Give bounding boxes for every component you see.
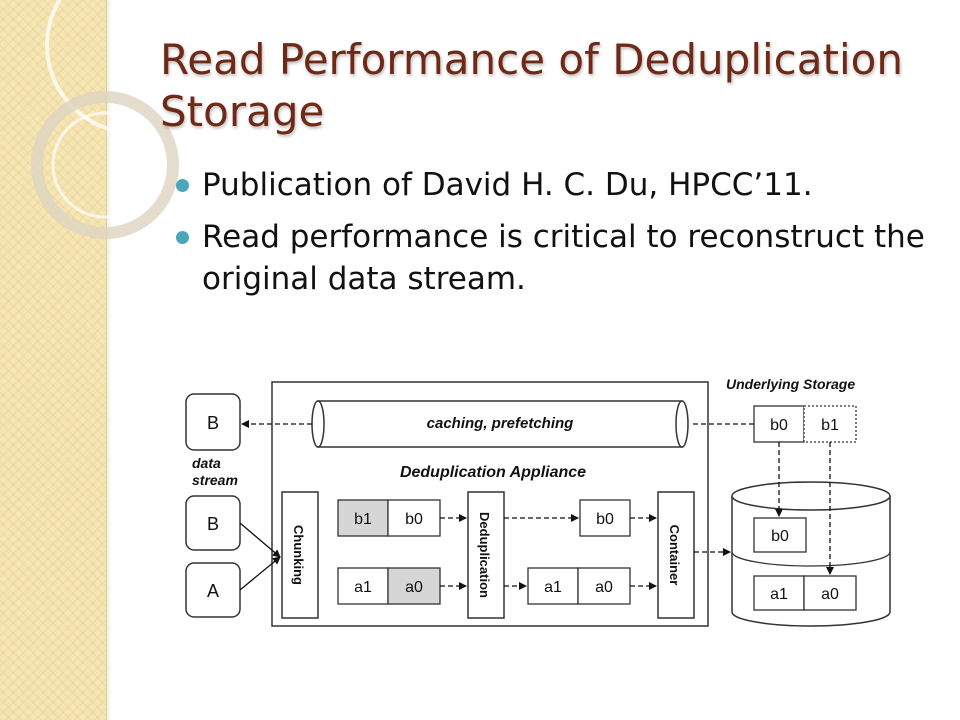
storage-block-label: b0 <box>770 417 788 434</box>
storage-block-label: b1 <box>821 417 839 434</box>
deduplication-label: Deduplication <box>477 512 492 598</box>
stream-output-chunk-label: B <box>207 413 219 433</box>
decorative-ring-inner <box>51 111 159 219</box>
cache-cylinder <box>311 400 689 448</box>
bullet-item: Publication of David H. C. Du, HPCC’11. <box>176 164 936 206</box>
container-label: Container <box>667 525 682 586</box>
unique-chunk-label: a0 <box>595 579 613 596</box>
bullet-icon <box>176 179 189 192</box>
chunk-cell-label: a1 <box>354 579 372 596</box>
stream-input-chunk-label: B <box>207 514 219 534</box>
stream-to-chunking-arrow <box>239 522 281 558</box>
decorative-ring-thick <box>31 91 179 239</box>
data-stream-label-line1: data <box>192 455 221 471</box>
disk-block <box>803 575 857 611</box>
deduplication-box <box>467 491 505 619</box>
slide-title: Read Performance of Deduplication Storag… <box>160 35 903 136</box>
disk-block-label: a0 <box>821 586 839 603</box>
chunk-cell-label: b0 <box>405 511 423 528</box>
unique-chunk-label: a1 <box>544 579 562 596</box>
chunk-cell-label: b1 <box>354 511 372 528</box>
container-box <box>657 491 695 619</box>
appliance-label: Deduplication Appliance <box>400 464 586 481</box>
disk-block-label: b0 <box>771 528 789 545</box>
chunking-label: Chunking <box>291 525 306 585</box>
disk-block <box>753 517 807 553</box>
underlying-storage-label: Underlying Storage <box>726 376 855 392</box>
chunk-cell <box>387 499 441 537</box>
unique-chunk-label: b0 <box>596 511 614 528</box>
dedup-architecture-diagram: caching, prefetching Deduplication Appli… <box>185 376 891 627</box>
stream-to-chunking-arrow <box>239 556 281 591</box>
side-strip-shadow <box>106 0 112 720</box>
storage-block <box>753 405 805 443</box>
stream-input-chunk-label: A <box>207 581 219 601</box>
chunk-cell-label: a0 <box>405 579 423 596</box>
bullet-list: Publication of David H. C. Du, HPCC’11. … <box>176 164 936 310</box>
bullet-icon <box>176 231 189 244</box>
cache-label: caching, prefetching <box>427 415 574 432</box>
stream-output-chunk-box <box>185 393 241 451</box>
disk-block-label: a1 <box>770 586 788 603</box>
chunk-cell-shaded <box>387 567 441 605</box>
bullet-text: Publication of David H. C. Du, HPCC’11. <box>202 167 813 203</box>
data-stream-label-line2: stream <box>192 472 238 488</box>
bullet-text: Read performance is critical to reconstr… <box>202 219 925 297</box>
decorative-rings <box>31 0 220 239</box>
bullet-item: Read performance is critical to reconstr… <box>176 216 936 300</box>
decorative-ring-large <box>45 0 220 135</box>
chunk-cell-shaded <box>337 499 389 537</box>
chunking-box <box>281 491 319 619</box>
